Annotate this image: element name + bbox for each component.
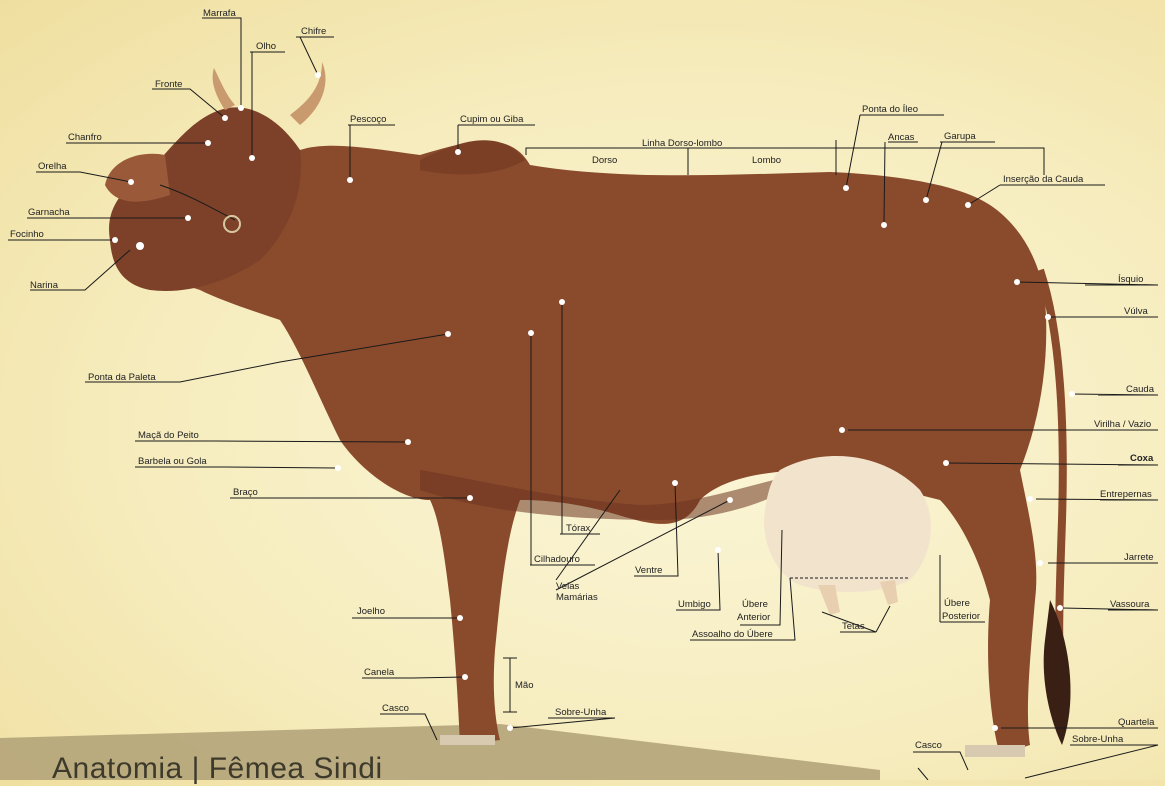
label-umbigo: Umbigo [678,599,711,610]
cow-horn-right [290,62,326,125]
label-casco-rear: Casco [915,740,942,751]
label-narina: Narina [30,280,59,291]
label-marrafa: Marrafa [203,8,236,19]
label-coxa: Coxa [1130,453,1154,464]
label-sobre-unha-front: Sobre-Unha [555,707,607,718]
label-tetas: Tetas [842,621,865,632]
label-entrepernas: Entrepernas [1100,489,1152,500]
cow-ear [105,154,170,202]
label-torax: Tórax [566,523,591,534]
label-ubere-anterior-2: Anterior [737,612,770,623]
label-olho: Olho [256,41,276,52]
cow-illustration [105,62,1071,757]
label-fronte: Fronte [155,79,182,90]
cow-tail-switch [1044,600,1071,745]
label-ventre: Ventre [635,565,662,576]
label-insercao-cauda: Inserção da Cauda [1003,174,1084,185]
front-hoof [440,735,495,745]
label-lombo: Lombo [752,155,781,166]
label-garupa: Garupa [944,131,976,142]
cow-teat-2 [880,580,898,605]
label-vulva: Vúlva [1124,306,1148,317]
label-ubere-anterior-1: Úbere [742,599,768,610]
label-joelho: Joelho [357,606,385,617]
label-braco: Braço [233,487,258,498]
label-focinho: Focinho [10,229,44,240]
cow-horn-left [213,68,235,110]
label-cupim: Cupim ou Giba [460,114,524,125]
label-barbela: Barbela ou Gola [138,456,207,467]
label-virilha: Virilha / Vazio [1094,419,1151,430]
label-jarrete: Jarrete [1124,552,1154,563]
rear-hoof [965,745,1025,757]
label-ponta-paleta: Ponta da Paleta [88,372,156,383]
label-quartela: Quartela [1118,717,1155,728]
label-cilhadouro: Cilhadouro [534,554,580,565]
label-garnacha: Garnacha [28,207,70,218]
label-vassoura: Vassoura [1110,599,1150,610]
label-assoalho: Assoalho do Úbere [692,629,773,640]
label-dorso: Dorso [592,155,617,166]
label-cauda: Cauda [1126,384,1155,395]
label-orelha: Orelha [38,161,67,172]
label-maca-peito: Maçã do Peito [138,430,199,441]
label-ubere-posterior-2: Posterior [942,611,980,622]
label-canela: Canela [364,667,395,678]
label-pescoco: Pescoço [350,114,386,125]
label-isquio: Ísquio [1118,274,1143,285]
label-veias: Veias [556,581,579,592]
label-mamarias: Mamárias [556,592,598,603]
label-ubere-posterior-1: Úbere [944,598,970,609]
label-casco-front: Casco [382,703,409,714]
label-sobre-unha-rear: Sobre-Unha [1072,734,1124,745]
label-linha-dorso-lombo: Linha Dorso-lombo [642,138,722,149]
label-ancas: Ancas [888,132,915,143]
label-mao: Mão [515,680,533,691]
label-ponta-ileo: Ponta do Íleo [862,104,918,115]
label-chanfro: Chanfro [68,132,102,143]
label-chifre: Chifre [301,26,326,37]
page-title: Anatomia | Fêmea Sindi [52,752,383,786]
